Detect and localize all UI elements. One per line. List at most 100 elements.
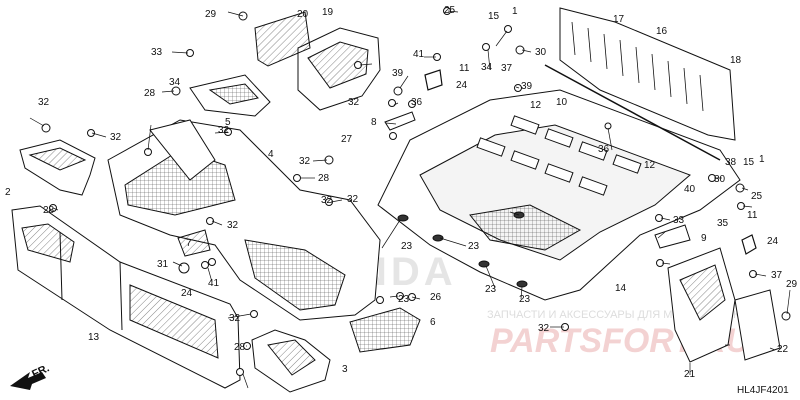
callout-17: 17 <box>613 14 625 25</box>
callout-18: 18 <box>730 55 742 66</box>
part-6-mat <box>349 307 421 353</box>
callout-24: 24 <box>767 236 779 247</box>
leader-line <box>312 159 328 162</box>
callout-41: 41 <box>413 49 425 60</box>
leader-line <box>607 127 613 151</box>
part-22-plate <box>734 289 781 361</box>
callout-32: 32 <box>218 125 230 136</box>
leader-line <box>393 102 399 106</box>
leader-line <box>172 261 183 267</box>
callout-20: 20 <box>297 9 309 20</box>
callout-14: 14 <box>615 283 627 294</box>
callout-39: 39 <box>521 81 533 92</box>
leader-line <box>147 124 152 151</box>
part-21-guard <box>667 247 736 363</box>
callout-29: 29 <box>205 9 217 20</box>
callout-32: 32 <box>229 313 241 324</box>
part-10-rod <box>544 64 721 161</box>
part-3-bracket <box>251 329 331 393</box>
leader-line <box>754 273 767 277</box>
part-14-cargo-bed <box>377 89 741 301</box>
callout-23: 23 <box>468 241 480 252</box>
callout-6: 6 <box>430 317 436 328</box>
callout-37: 37 <box>771 270 783 281</box>
callout-32: 32 <box>38 97 50 108</box>
callout-33: 33 <box>673 215 685 226</box>
callout-33: 33 <box>151 47 163 58</box>
leader-line <box>521 49 532 53</box>
part-13-side-panel <box>11 205 241 389</box>
callout-23: 23 <box>519 294 531 305</box>
part-7-bracket <box>177 229 211 257</box>
leader-line <box>769 347 776 351</box>
callout-labels: 1123456789101111121213141515161718192021… <box>5 5 798 380</box>
leader-line <box>29 117 45 127</box>
leader-line <box>381 219 401 249</box>
callout-1: 1 <box>759 154 765 165</box>
callout-25: 25 <box>444 5 456 16</box>
callout-32: 32 <box>299 156 311 167</box>
callout-12: 12 <box>530 100 542 111</box>
callout-28: 28 <box>43 205 55 216</box>
callout-11: 11 <box>747 210 758 221</box>
leader-line <box>520 286 523 300</box>
callout-30: 30 <box>714 174 726 185</box>
callout-32: 32 <box>227 220 239 231</box>
leader-line <box>207 267 213 283</box>
callout-1: 1 <box>512 6 518 17</box>
leader-line <box>741 187 749 191</box>
leader-line <box>330 199 343 203</box>
callout-38: 38 <box>725 157 737 168</box>
part-19-bracket <box>297 27 381 111</box>
callout-23: 23 <box>398 294 410 305</box>
callout-37: 37 <box>501 63 513 74</box>
callout-28: 28 <box>234 342 246 353</box>
leader-line <box>52 207 59 211</box>
callout-21: 21 <box>684 369 696 380</box>
callout-31: 31 <box>157 259 169 270</box>
callout-32: 32 <box>110 132 122 143</box>
leader-line <box>487 49 491 71</box>
leader-line <box>515 86 520 89</box>
leader-line <box>227 11 244 17</box>
part-4-floor <box>107 119 381 321</box>
leader-line <box>214 131 229 134</box>
callout-28: 28 <box>144 88 156 99</box>
callout-13: 13 <box>88 332 100 343</box>
fr-arrow-icon <box>10 372 46 390</box>
leader-line <box>385 122 397 125</box>
leader-line <box>227 313 252 319</box>
callout-22: 22 <box>777 344 789 355</box>
callout-12: 12 <box>644 160 656 171</box>
callout-7: 7 <box>186 238 192 249</box>
callout-36: 36 <box>411 97 423 108</box>
leader-line <box>211 220 223 226</box>
leader-line <box>447 10 459 13</box>
callout-41: 41 <box>208 278 220 289</box>
leader-lines <box>29 10 791 389</box>
hooks-24 <box>424 69 757 255</box>
leader-line <box>399 75 409 89</box>
callout-40: 40 <box>684 184 696 195</box>
leader-line <box>171 51 189 54</box>
direction-label: FR. <box>30 362 51 380</box>
callout-32: 32 <box>348 97 360 108</box>
leader-line <box>389 295 399 298</box>
callout-32: 32 <box>347 194 359 205</box>
leader-line <box>661 262 671 265</box>
callout-25: 25 <box>751 191 763 202</box>
part-9-bracket <box>654 224 691 249</box>
leader-line <box>786 289 791 315</box>
leader-line <box>439 237 467 247</box>
callout-15: 15 <box>743 157 755 168</box>
part-20-plate <box>254 11 311 67</box>
part-5-bracket <box>189 74 271 117</box>
callout-9: 9 <box>701 233 707 244</box>
part-8-clip <box>384 111 416 131</box>
leader-line <box>657 231 666 239</box>
part-16-tailgate <box>559 7 736 141</box>
callout-27: 27 <box>341 134 353 145</box>
drawing-code: HL4JF4201 <box>737 385 789 396</box>
leader-line <box>411 296 421 300</box>
